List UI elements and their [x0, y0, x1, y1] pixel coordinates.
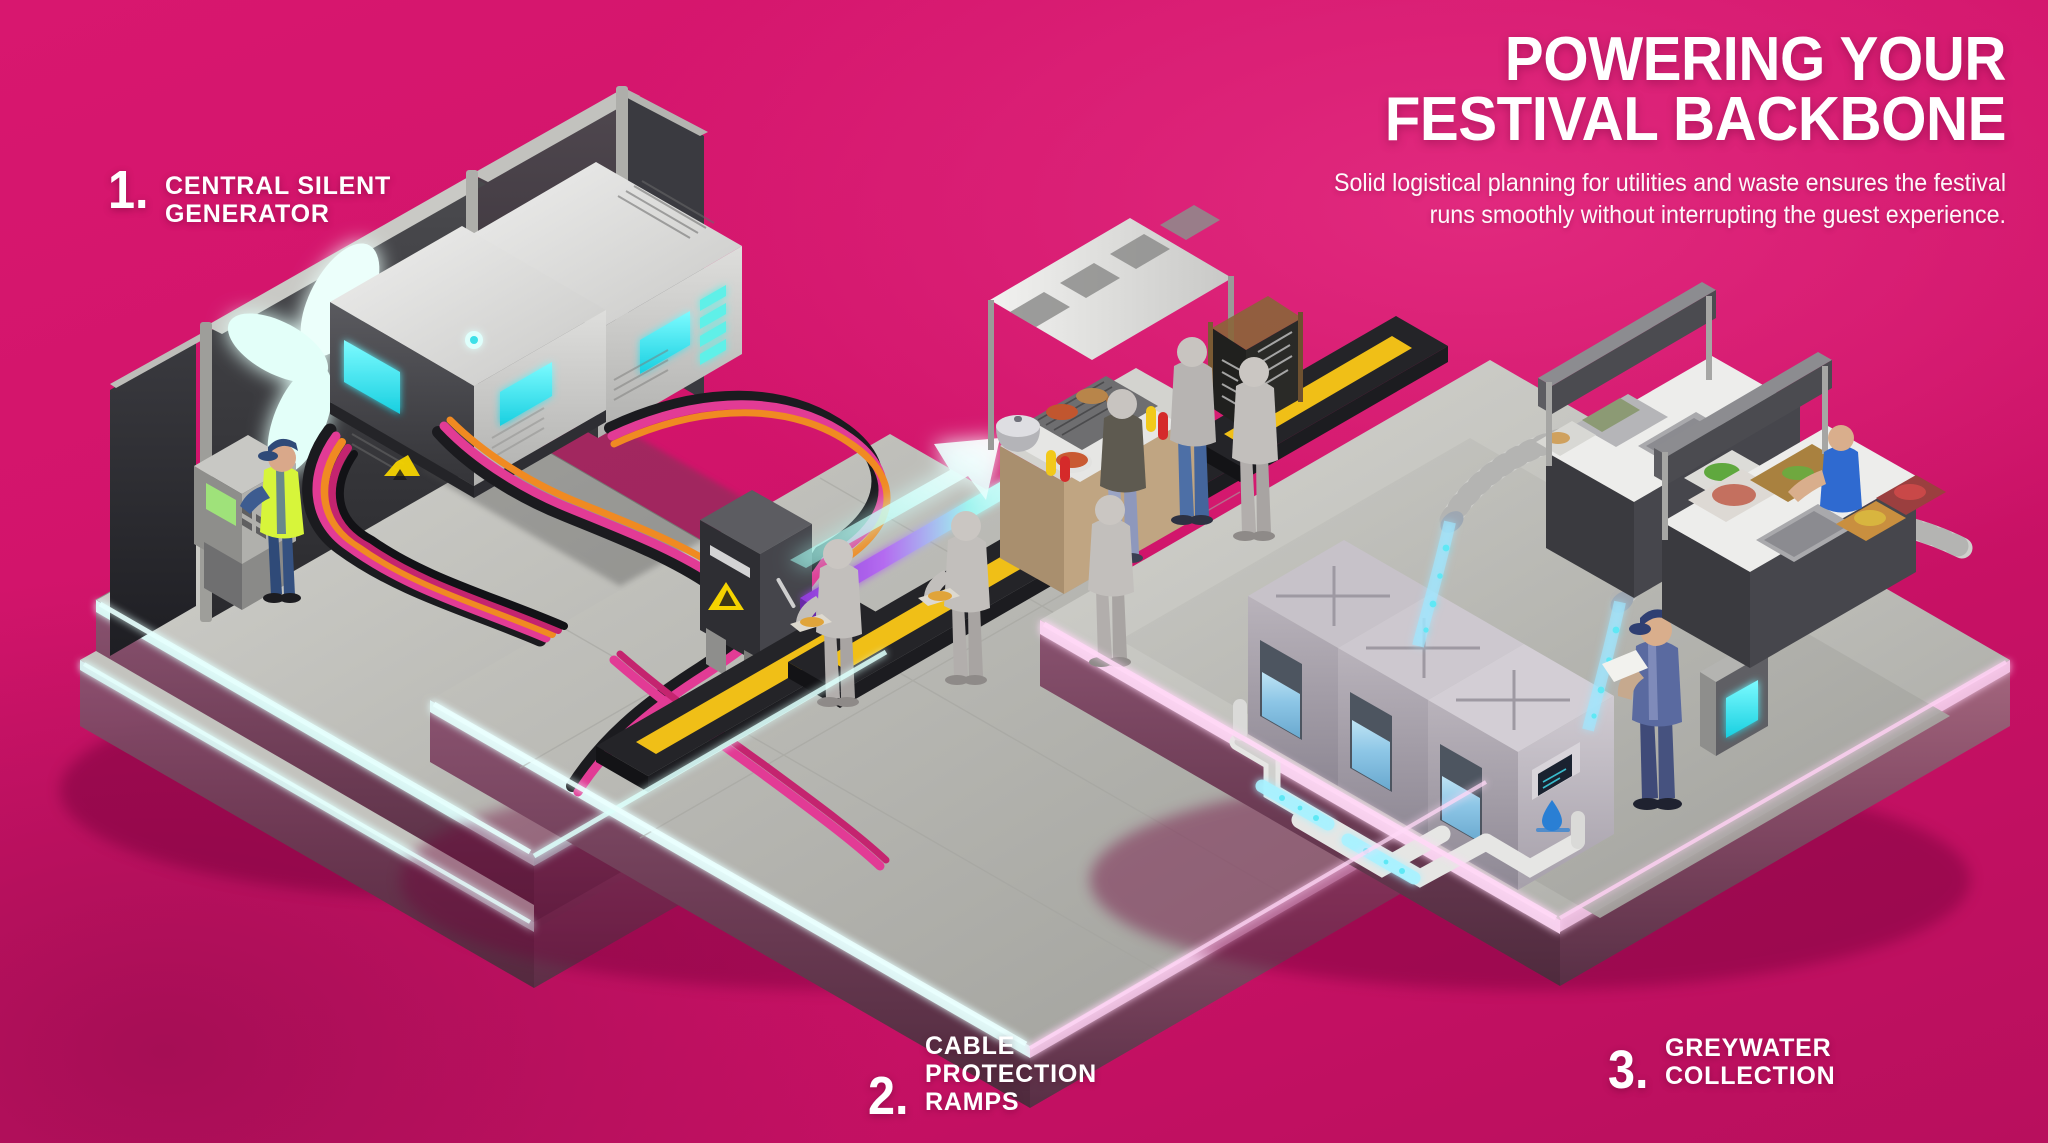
kitchen-worker [1788, 425, 1862, 513]
warning-triangle-icon [708, 582, 744, 610]
title-line-1: POWERING YOUR [1504, 25, 2007, 94]
subtitle-line-1: Solid logistical planning for utilities … [1333, 169, 2006, 198]
greywater-tank [1428, 644, 1614, 890]
callout-1-number: 1. [108, 160, 149, 220]
callout-3-label: GREYWATER COLLECTION [1665, 1034, 1836, 1090]
prep-station-group [1536, 282, 1946, 668]
subtitle-line-2: runs smoothly without interrupting the g… [1429, 201, 2006, 230]
greywater-tank-bank [1248, 540, 1614, 890]
title-block: POWERING YOUR FESTIVAL BACKBONE Solid lo… [986, 25, 2007, 231]
power-cable-bundle [302, 390, 891, 871]
callout-cable-protection-ramps: 2. CABLE PROTECTION RAMPS [868, 1028, 1097, 1126]
flow-arrow [790, 438, 1000, 568]
walkway-platform [400, 421, 1490, 1108]
callout-1-label: CENTRAL SILENT GENERATOR [165, 172, 392, 228]
festival-guest-group [790, 337, 1278, 707]
callout-central-silent-generator: 1. CENTRAL SILENT GENERATOR [108, 160, 392, 228]
subtitle-block: Solid logistical planning for utilities … [1057, 167, 2006, 231]
callout-2-label: CABLE PROTECTION RAMPS [925, 1032, 1097, 1116]
water-drop-icon [1536, 800, 1570, 832]
callout-3-number: 3. [1608, 1039, 1649, 1100]
warning-triangle-icon [384, 455, 420, 480]
silent-generator-unit [330, 162, 760, 586]
manifold-piping [1229, 699, 1585, 888]
callout-2-number: 2. [868, 1065, 909, 1126]
title-line-2: FESTIVAL BACKBONE [1384, 84, 2007, 154]
technician-hi-vis [240, 438, 304, 603]
platform-led-strip [82, 601, 2007, 1050]
operator-clipboard [1602, 609, 1682, 810]
tank-control-display [1532, 742, 1580, 800]
food-stall [988, 205, 1303, 594]
callout-greywater-collection: 3. GREYWATER COLLECTION [1608, 1030, 1836, 1100]
